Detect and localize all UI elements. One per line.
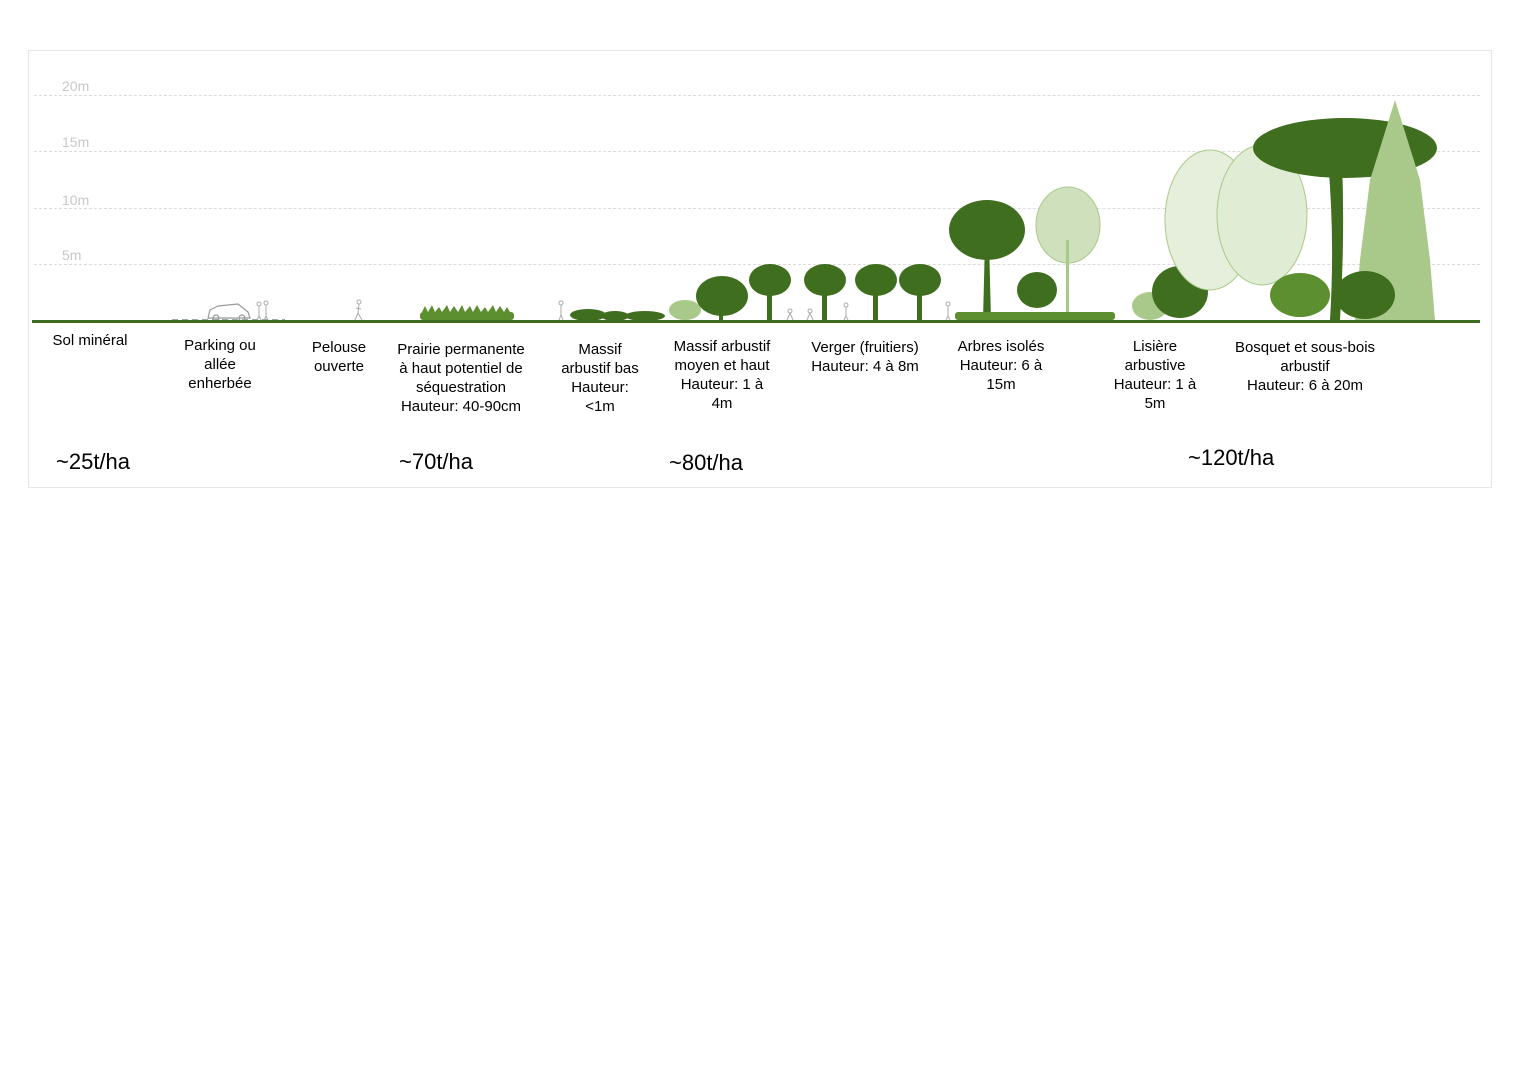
zone-label-massif-moyen: Massif arbustif moyen et haut Hauteur: 1… <box>673 338 771 412</box>
meadow-grass <box>420 305 514 320</box>
zone-label-arbres-isoles: Arbres isolés Hauteur: 6 à 15m <box>957 338 1045 393</box>
diagram-frame <box>28 50 1492 488</box>
zone-label-sol-mineral: Sol minéral <box>52 332 128 349</box>
zone-label-massif-bas: Massif arbustif bas Hauteur: <1m <box>561 341 639 415</box>
gridline-15m <box>34 151 1480 152</box>
gridline-5m <box>34 264 1480 265</box>
person-icon <box>558 300 564 321</box>
yield-25: ~25t/ha <box>56 449 131 474</box>
ground-line <box>32 320 1480 323</box>
medium-shrub-mass <box>669 276 748 320</box>
low-shrub-mass <box>570 309 665 321</box>
zone-label-lisiere: Lisière arbustive Hauteur: 1 à 5m <box>1113 338 1197 412</box>
zone-label-verger: Verger (fruitiers) Hauteur: 4 à 8m <box>811 339 919 375</box>
yield-80: ~80t/ha <box>669 450 744 475</box>
scale-label-20m: 20m <box>62 78 90 94</box>
zone-label-pelouse: Pelouse ouverte <box>311 339 367 375</box>
gridline-20m <box>34 95 1480 96</box>
orchard-trees <box>749 264 941 320</box>
car-icon <box>207 303 251 322</box>
people-icon <box>256 300 269 321</box>
yield-120: ~120t/ha <box>1188 445 1275 470</box>
orchard-people-icon <box>786 301 951 321</box>
vegetation-section-illustration <box>172 100 1437 322</box>
gridline-10m <box>34 208 1480 209</box>
scale-label-15m: 15m <box>62 134 90 150</box>
walker-icon <box>354 299 363 321</box>
zone-label-bosquet: Bosquet et sous-bois arbustif Hauteur: 6… <box>1234 339 1376 394</box>
yield-70: ~70t/ha <box>399 449 474 474</box>
grove-understory <box>1164 100 1437 320</box>
isolated-trees <box>949 186 1115 320</box>
scale-label-5m: 5m <box>62 247 82 263</box>
zone-label-parking: Parking ou allée enherbée <box>184 337 256 392</box>
scale-label-10m: 10m <box>62 192 90 208</box>
zone-label-prairie: Prairie permanente à haut potentiel de s… <box>397 341 525 415</box>
